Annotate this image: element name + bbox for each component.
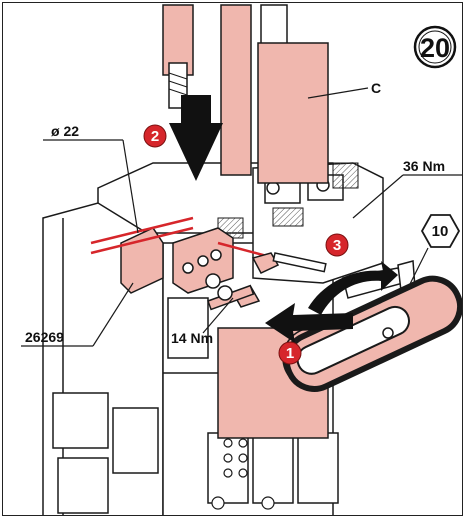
hatched-areas [217, 162, 359, 239]
breaker-body [42, 162, 384, 515]
arrows [169, 95, 398, 343]
bolts [205, 252, 327, 311]
cable-lug [168, 72, 188, 96]
step-badge-1: 1 [278, 341, 302, 365]
hex-label: 10 [432, 223, 449, 240]
label-torque-14: 14 Nm [171, 330, 213, 346]
step-number-badge: 20 [413, 25, 457, 69]
label-c: C [371, 80, 381, 96]
step-badge-2: 2 [143, 124, 167, 148]
badge-3-number: 3 [333, 237, 341, 254]
label-diameter: ø 22 [51, 123, 79, 139]
operating-handle [217, 260, 462, 439]
label-ref-26269: 26269 [25, 329, 64, 345]
diagram-frame: C ø 22 36 Nm 14 Nm 26269 10 20 1 2 3 [2, 2, 463, 516]
busbars [162, 4, 329, 184]
badge-2-number: 2 [151, 128, 159, 145]
step-badge-3: 3 [325, 233, 349, 257]
hexagon-reference: 10 [420, 214, 461, 248]
installation-diagram: C ø 22 36 Nm 14 Nm 26269 10 20 1 2 3 [21, 4, 462, 515]
terminal-holes [211, 438, 275, 510]
badge-1-number: 1 [286, 345, 294, 362]
step-number: 20 [420, 33, 450, 63]
label-torque-36: 36 Nm [403, 158, 445, 174]
leader-lines [21, 87, 462, 347]
